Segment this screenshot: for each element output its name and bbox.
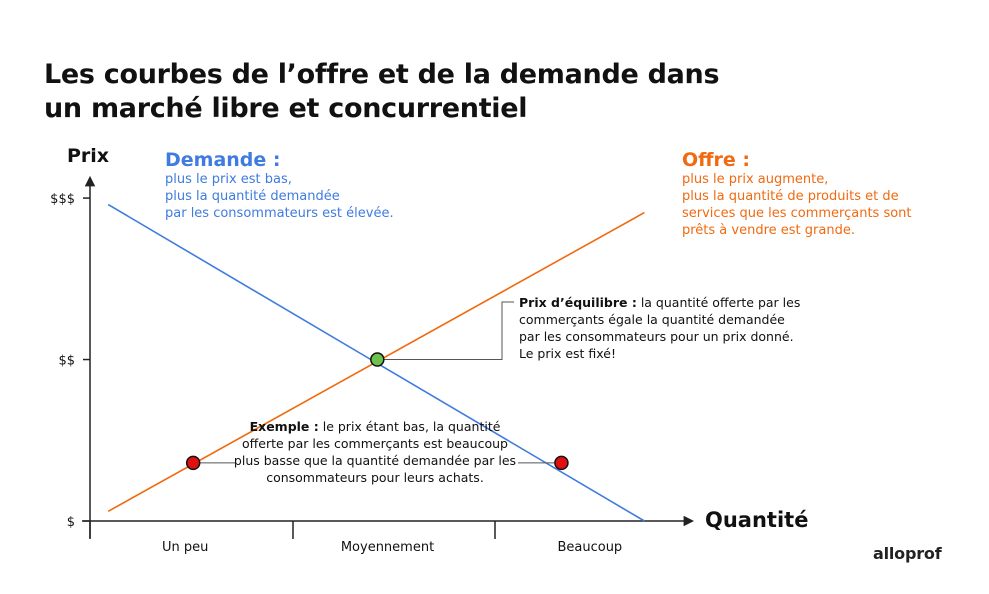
x-axis-label: Quantité (705, 508, 808, 532)
offer-line-3: services que les commerçants sont (682, 206, 912, 221)
y-tick-label: $$$ (50, 192, 75, 207)
example-text: le prix étant bas, la quantité offerte p… (233, 419, 517, 485)
demand-line-3: par les consommateurs est élevée. (165, 206, 394, 221)
equilibrium-line-3: par les consommateurs pour un prix donné… (519, 329, 794, 344)
example-annotation: Exemple : le prix étant bas, la quantité… (230, 418, 520, 486)
demand-line-2: plus la quantité demandée (165, 189, 340, 204)
offer-annotation: Offre : plus le prix augmente, plus la q… (682, 149, 912, 239)
example-label: Exemple : (249, 419, 319, 434)
equilibrium-line-2: commerçants égale la quantité demandée (519, 312, 785, 327)
offer-line-2: plus la quantité de produits et de (682, 189, 899, 204)
equilibrium-leader-line (384, 301, 514, 361)
equilibrium-label: Prix d’équilibre : (519, 295, 637, 310)
equilibrium-line-4: Le prix est fixé! (519, 346, 616, 361)
equilibrium-annotation: Prix d’équilibre : la quantité offerte p… (519, 294, 800, 362)
equilibrium-point (370, 352, 385, 367)
offer-heading: Offre : (682, 149, 751, 171)
demand-line-1: plus le prix est bas, (165, 172, 292, 187)
chart-title: Les courbes de l’offre et de la demande … (44, 58, 720, 126)
y-axis-label: Prix (67, 145, 109, 167)
title-line-2: un marché libre et concurrentiel (44, 93, 528, 124)
y-tick-label: $$ (58, 354, 75, 369)
example-point-supply (185, 455, 201, 471)
offer-line-4: prêts à vendre est grande. (682, 223, 855, 238)
offer-line-1: plus le prix augmente, (682, 172, 829, 187)
x-tick-label: Un peu (162, 540, 208, 555)
title-line-1: Les courbes de l’offre et de la demande … (44, 59, 720, 90)
x-tick-label: Beaucoup (557, 540, 622, 555)
y-tick-label: $ (67, 515, 75, 530)
x-tick-label: Moyennement (341, 540, 434, 555)
alloprof-logo: alloprof (873, 544, 942, 563)
equilibrium-line-1: Prix d’équilibre : la quantité offerte p… (519, 294, 800, 311)
demand-annotation: Demande : plus le prix est bas, plus la … (165, 149, 394, 222)
demand-heading: Demande : (165, 149, 281, 171)
equilibrium-text-1: la quantité offerte par les (636, 295, 801, 310)
example-point-demand (554, 455, 569, 471)
